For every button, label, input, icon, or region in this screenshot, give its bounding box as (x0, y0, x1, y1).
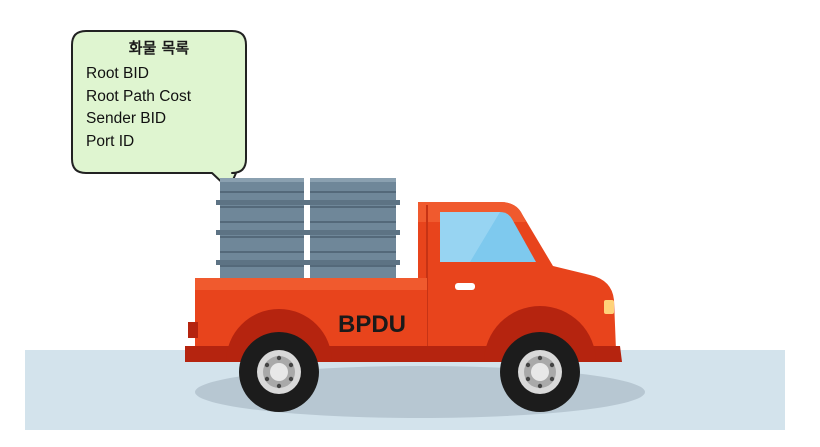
callout-title: 화물 목록 (128, 39, 190, 57)
headlight (604, 300, 614, 314)
cargo-list-callout: 화물 목록 Root BID Root Path Cost Sender BID… (72, 31, 246, 173)
door-handle (455, 283, 475, 290)
cargo-item-root-bid: Root BID (86, 65, 149, 82)
cargo-stack-right (306, 178, 400, 278)
tail-light (188, 322, 198, 338)
cargo-list: Root BID Root Path Cost Sender BID Port … (84, 63, 234, 153)
rear-wheel (239, 332, 319, 412)
front-wheel (500, 332, 580, 412)
cargo-item-port-id: Port ID (86, 132, 135, 150)
cargo-stack-left (216, 178, 308, 278)
truck-label: BPDU (338, 311, 406, 338)
cargo-item-root-path-cost: Root Path Cost (86, 87, 192, 105)
cargo-item-sender-bid: Sender BID (86, 110, 167, 127)
